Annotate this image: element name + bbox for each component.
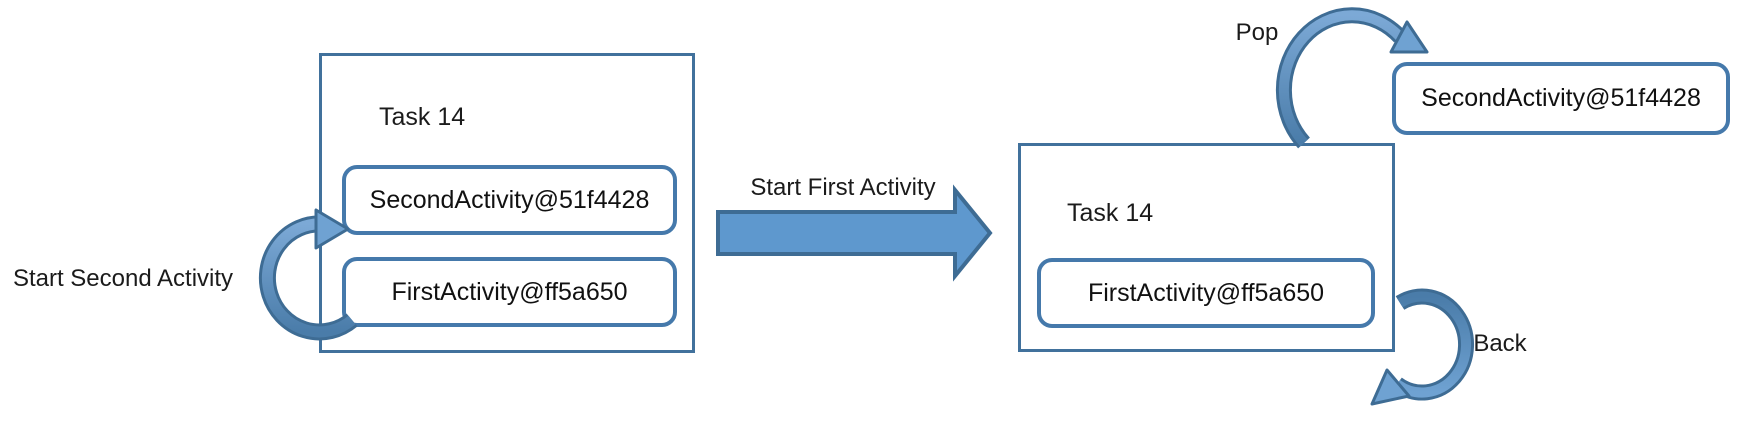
start-first-activity-block-arrow-icon [716, 184, 993, 282]
left-task-title: Task 14 [379, 103, 466, 131]
left-task-box: Task 14 SecondActivity@51f4428 FirstActi… [319, 53, 695, 353]
left-first-activity-label: FirstActivity@ff5a650 [391, 277, 628, 306]
left-first-activity-box: FirstActivity@ff5a650 [342, 257, 677, 327]
right-task-title: Task 14 [1067, 199, 1154, 227]
pop-label: Pop [1235, 19, 1279, 46]
left-second-activity-label: SecondActivity@51f4428 [369, 185, 650, 214]
start-first-activity-label: Start First Activity [750, 174, 936, 201]
right-first-activity-box: FirstActivity@ff5a650 [1037, 258, 1375, 328]
right-first-activity-label: FirstActivity@ff5a650 [1087, 278, 1325, 307]
back-label: Back [1473, 330, 1527, 357]
popped-second-activity-box: SecondActivity@51f4428 [1392, 62, 1730, 135]
left-second-activity-box: SecondActivity@51f4428 [342, 165, 677, 235]
popped-second-activity-label: SecondActivity@51f4428 [1421, 84, 1701, 112]
right-task-box: Task 14 FirstActivity@ff5a650 [1018, 143, 1395, 352]
start-second-activity-label: Start Second Activity [12, 265, 234, 292]
